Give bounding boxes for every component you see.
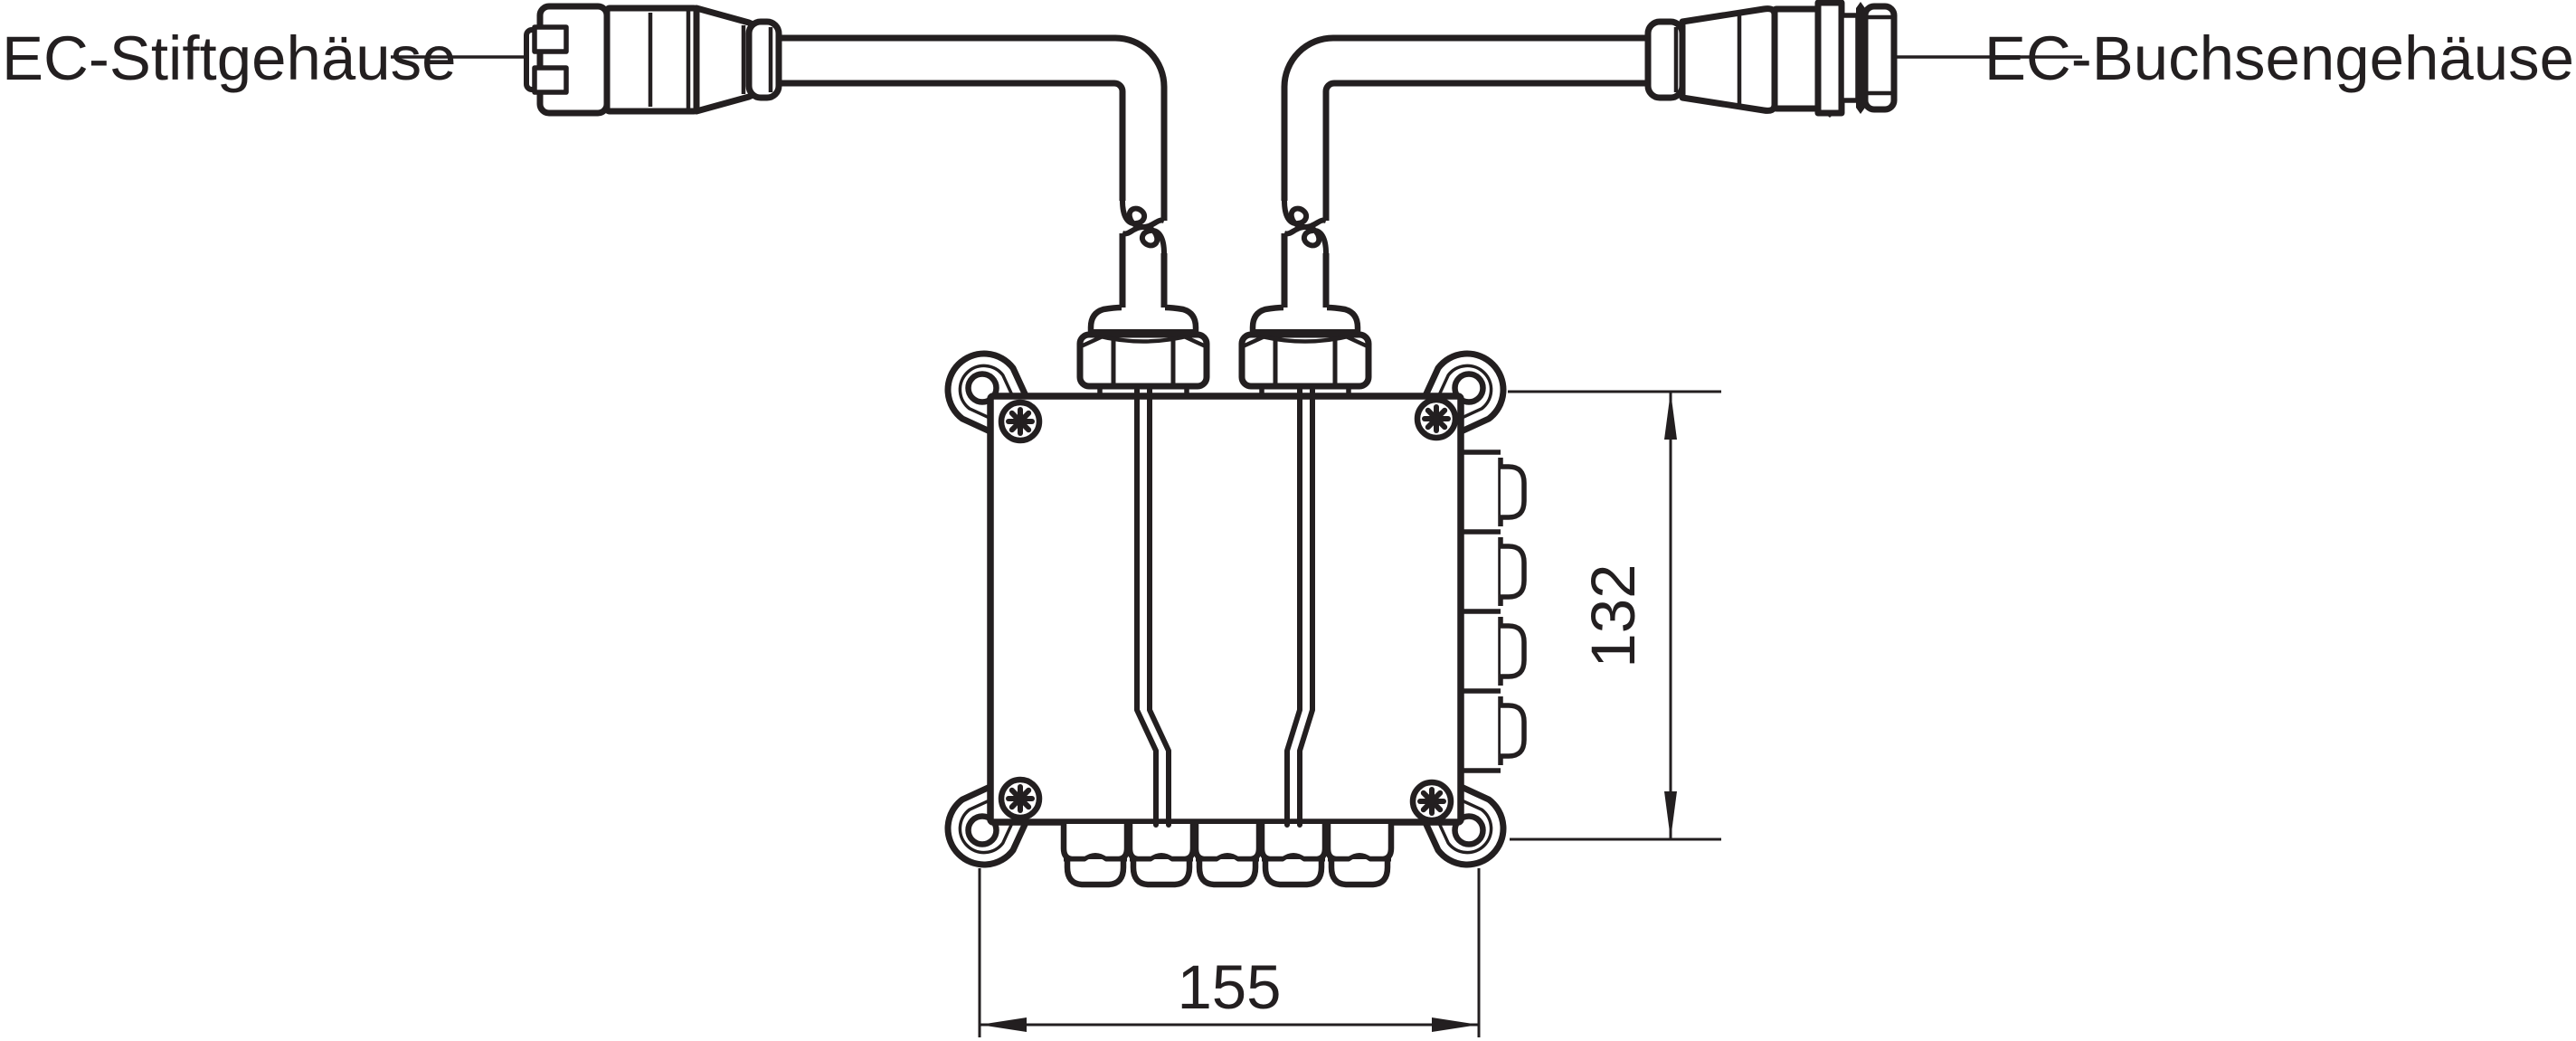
label-socket-housing: EC-Buchsengehäuse — [1984, 24, 2574, 93]
arrowhead-left-icon — [980, 1017, 1027, 1032]
internal-cable-runs — [1134, 387, 1315, 828]
bayonet-slot — [532, 65, 569, 95]
dimension-width-value: 155 — [1177, 952, 1281, 1022]
label-pin-housing: EC-Stiftgehäuse — [2, 24, 456, 93]
cable-right — [1281, 34, 1649, 311]
side-gland-cap — [1501, 626, 1524, 677]
screw-bottom-left-icon — [1001, 780, 1039, 818]
side-gland-cap — [1501, 705, 1524, 756]
cable-break-icon — [1284, 227, 1326, 253]
cable-gland-left — [1080, 308, 1207, 394]
cable-gland-right — [1242, 308, 1368, 394]
screw-bottom-right-icon — [1413, 782, 1451, 820]
screw-top-left-icon — [1001, 402, 1039, 440]
bayonet-slot — [532, 24, 569, 54]
connector-bayonet-ring — [536, 3, 611, 117]
bottom-gland-cap — [1130, 824, 1193, 885]
bottom-gland-cap — [1064, 824, 1127, 885]
connector-bayonet-collar — [1814, 0, 1845, 117]
connector-backshell — [1679, 5, 1778, 114]
cable-left-lower-segment — [1119, 233, 1168, 311]
bottom-gland-cap — [1262, 824, 1325, 885]
cable-left — [779, 34, 1168, 311]
screw-top-right-icon — [1417, 400, 1455, 438]
side-gland-cap — [1501, 546, 1524, 597]
extension-lines — [1508, 390, 1721, 841]
connector-cable-boot — [745, 18, 782, 101]
side-gland-cap — [1501, 467, 1524, 517]
side-cable-glands — [1461, 450, 1524, 773]
cable-break-icon — [1122, 201, 1164, 227]
cable-break-icon — [1122, 227, 1164, 253]
bottom-gland-cap — [1196, 824, 1259, 885]
cable-left-upper-segment — [779, 34, 1168, 221]
dimension-width-155: 155 — [978, 868, 1481, 1037]
bottom-cable-glands — [1064, 824, 1391, 885]
dimension-height-value: 132 — [1578, 563, 1648, 667]
connector-groove — [1839, 13, 1861, 103]
socket-housing-connector — [1644, 0, 1898, 118]
arrowhead-down-icon — [1664, 791, 1677, 839]
cable-right-lower-segment — [1281, 233, 1330, 311]
extension-lines — [978, 868, 1481, 1037]
junction-box — [987, 393, 1464, 826]
dimension-height-132: 132 — [1508, 390, 1721, 841]
arrowhead-right-icon — [1432, 1017, 1479, 1032]
pin-housing-connector — [524, 3, 782, 117]
bottom-gland-cap — [1328, 824, 1391, 885]
arrowhead-up-icon — [1664, 392, 1677, 440]
cable-break-icon — [1284, 201, 1326, 227]
cable-right-upper-segment — [1281, 34, 1649, 221]
connector-body — [1771, 5, 1822, 112]
